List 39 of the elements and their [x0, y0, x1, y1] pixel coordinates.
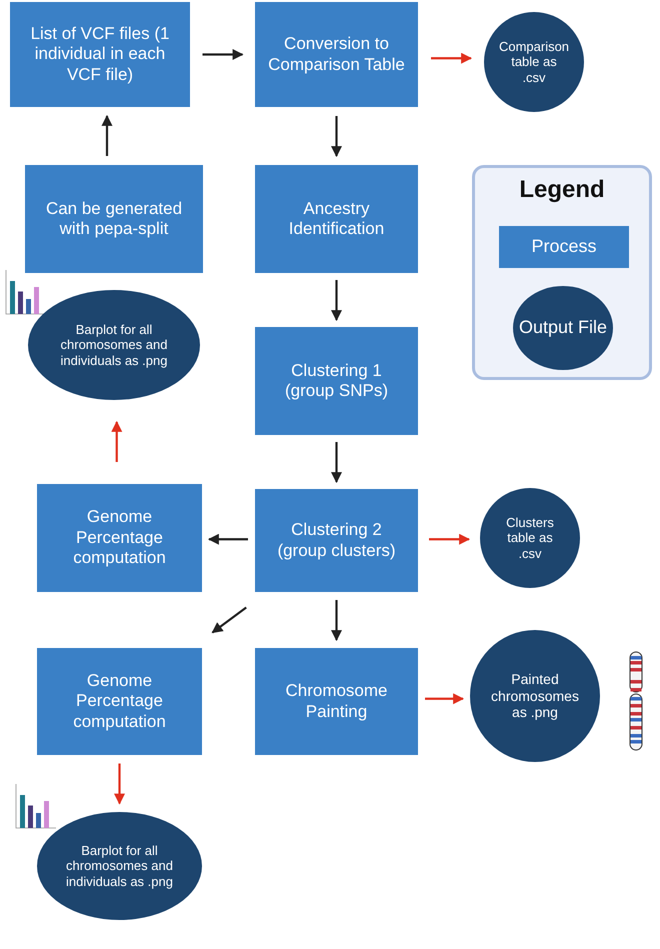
- arrow: [202, 49, 244, 60]
- node-text: Clustering 2 (group clusters): [276, 520, 397, 561]
- node-text: Ancestry Identification: [288, 198, 386, 240]
- process-box: [10, 2, 190, 107]
- node-text: Genome Percentage computation: [72, 507, 167, 569]
- node-text: List of VCF files (1 individual in each VCF file): [30, 24, 170, 86]
- node-text: Barplot for all chromosomes and individuals as .png: [65, 842, 174, 890]
- process-box: [255, 648, 418, 755]
- arrow: [111, 420, 122, 462]
- node-text: Clustering 1 (group SNPs): [284, 360, 389, 402]
- arrow: [208, 534, 248, 545]
- process-box: [255, 489, 418, 592]
- arrow: [331, 600, 342, 642]
- arrow: [331, 116, 342, 158]
- process-box: [255, 165, 418, 273]
- legend-title: Legend: [518, 176, 606, 204]
- node-text: Painted chromosomes as .png: [490, 670, 580, 722]
- process-box: [25, 165, 203, 273]
- node-text: Barplot for all chromosomes and individuals as .png: [60, 322, 168, 368]
- node-text: Comparison table as .csv: [498, 38, 570, 86]
- node-text: Clusters table as .csv: [505, 514, 555, 562]
- arrow: [431, 52, 472, 64]
- node-text: Chromosome Painting: [284, 681, 389, 722]
- arrow: [331, 442, 342, 484]
- node-text: Genome Percentage computation: [72, 670, 167, 732]
- node-text: Conversion to Comparison Table: [267, 34, 406, 75]
- arrow: [429, 534, 470, 545]
- legend-label: Process: [531, 236, 597, 258]
- arrow: [425, 693, 464, 704]
- legend-label: Output File: [518, 317, 608, 339]
- process-box: [37, 648, 202, 755]
- node-text: Can be generated with pepa-split: [44, 198, 184, 240]
- arrow: [102, 114, 112, 156]
- process-box: [255, 327, 418, 435]
- arrow: [331, 280, 342, 322]
- arrow: [212, 606, 247, 634]
- process-box: [37, 484, 202, 592]
- arrow: [114, 764, 125, 805]
- process-box: [255, 2, 418, 107]
